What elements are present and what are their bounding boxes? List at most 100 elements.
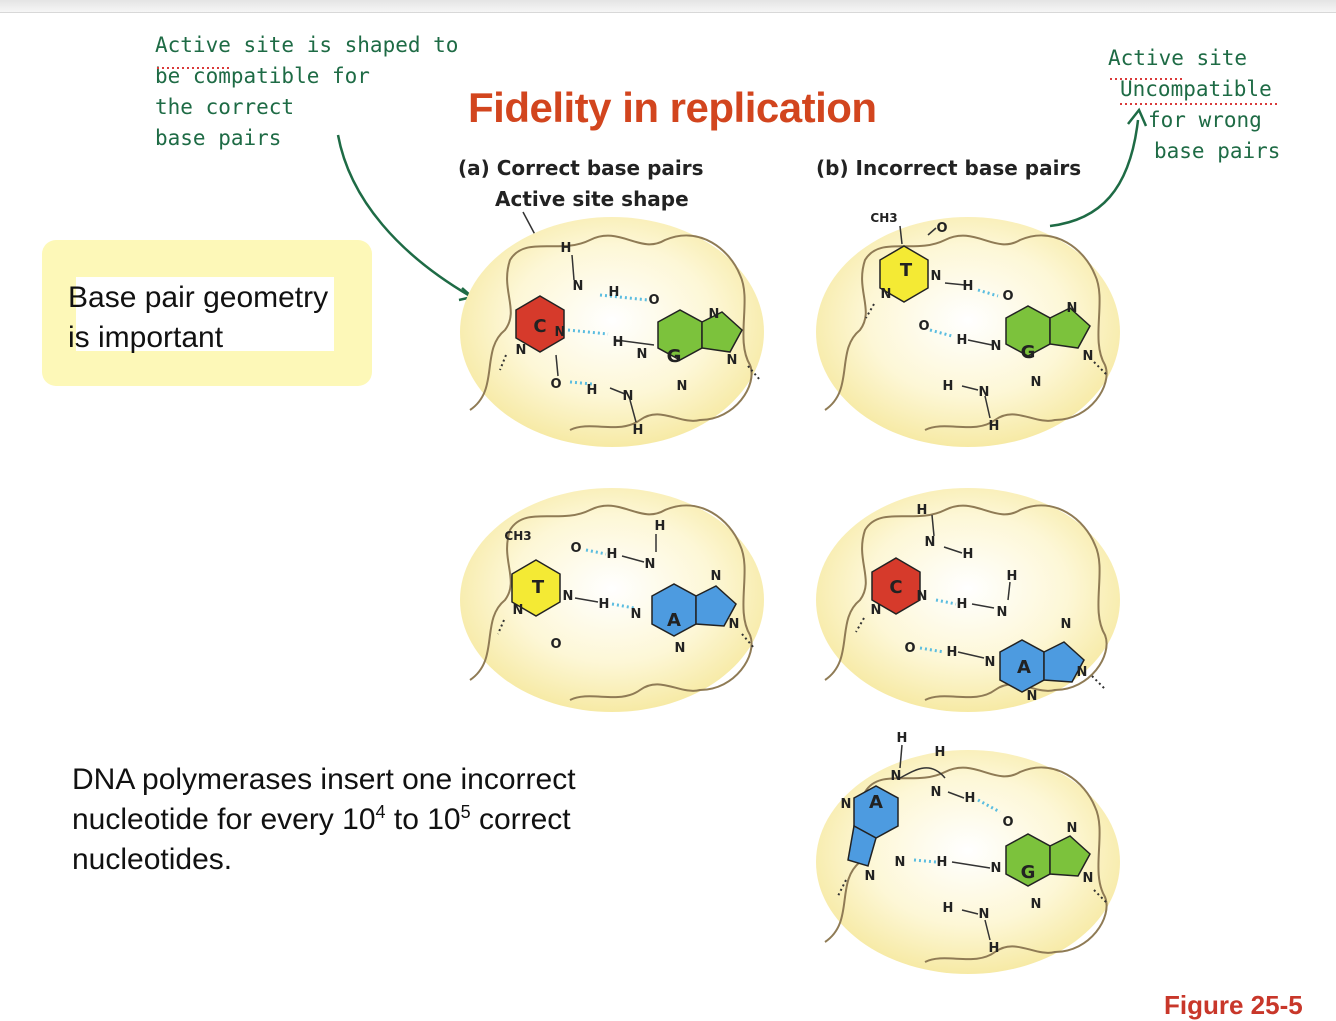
- hand-right-line-1: Active site: [1108, 46, 1248, 70]
- hydrogen-bond: [585, 548, 607, 556]
- atom-label-o: O: [918, 319, 929, 334]
- hand-right-line-2: Uncompatible: [1120, 77, 1272, 101]
- arrow-head-icon: [1127, 107, 1148, 127]
- atom-label-h: H: [963, 547, 974, 562]
- atom-label-h: H: [655, 519, 666, 534]
- atom-label-h: H: [633, 423, 644, 438]
- atom-label-o: O: [570, 541, 581, 556]
- note-suffix: correct nucleotides.: [72, 803, 571, 876]
- hydrogen-bond: [935, 598, 957, 606]
- atom-label-n: N: [1067, 301, 1078, 316]
- hand-left-line-3: the correct: [155, 95, 295, 119]
- atom-label-o: O: [550, 377, 561, 392]
- atom-label-n: N: [991, 861, 1002, 876]
- atom-label-h: H: [943, 379, 954, 394]
- atom-label-n: N: [513, 603, 524, 618]
- atom-label-n: N: [931, 269, 942, 284]
- atom-label-n: N: [516, 343, 527, 358]
- atom-label-h: H: [607, 547, 618, 562]
- hand-right-line-4: base pairs: [1154, 139, 1281, 163]
- callout-line-2: is important: [68, 321, 224, 354]
- atom-label-n: N: [729, 617, 740, 632]
- note-prefix: DNA polymerases insert one incorrect nuc…: [72, 763, 576, 836]
- hydrogen-bond: [611, 602, 635, 610]
- hand-left-line-2: be compatible for: [155, 64, 370, 88]
- adenine-ring: [695, 585, 737, 627]
- atom-label-n: N: [1027, 689, 1038, 704]
- hand-left-line-1: Active site is shaped to: [155, 33, 459, 57]
- hydrogen-bond: [913, 858, 937, 864]
- annotation-arrow-right: [1049, 119, 1140, 228]
- atom-label-ch3: CH3: [504, 529, 531, 543]
- atom-label-n: N: [555, 325, 566, 340]
- active-site-oval: [460, 217, 764, 447]
- atom-label-n: N: [979, 907, 990, 922]
- atom-label-h: H: [937, 855, 948, 870]
- hydrogen-bond: [599, 293, 649, 302]
- hydrogen-bond: [567, 328, 609, 336]
- atom-label-h: H: [943, 901, 954, 916]
- window-top-bar: [0, 0, 1336, 13]
- atom-label-n: N: [925, 535, 936, 550]
- panel-a-label: (a) Correct base pairs: [458, 156, 704, 180]
- note-exponent-1: 4: [375, 802, 386, 822]
- thymine-ring: [511, 559, 561, 617]
- atom-label-n: N: [1067, 821, 1078, 836]
- note-exponent-2: 5: [460, 802, 471, 822]
- callout-line-1: Base pair geometry: [68, 281, 329, 314]
- atom-label-n: N: [1031, 375, 1042, 390]
- pair-a-g-incorrect: [837, 744, 1109, 941]
- figure-label: Figure 25-5: [1164, 990, 1303, 1020]
- atom-label-n: N: [645, 557, 656, 572]
- cytosine-ring: [871, 557, 921, 615]
- base-letter-t: T: [532, 577, 545, 598]
- atom-label-h: H: [917, 503, 928, 518]
- atom-label-n: N: [709, 307, 720, 322]
- atom-label-n: N: [841, 797, 852, 812]
- atom-label-n: N: [727, 353, 738, 368]
- base-letter-a: A: [667, 610, 681, 631]
- atom-label-o: O: [904, 641, 915, 656]
- thymine-ring: [879, 245, 929, 303]
- adenine-ring: [1043, 641, 1085, 683]
- atom-label-h: H: [965, 791, 976, 806]
- atom-label-h: H: [947, 645, 958, 660]
- atom-label-ch3: CH3: [870, 211, 897, 225]
- pair-t-g-incorrect: [865, 225, 1109, 419]
- atom-label-n: N: [711, 569, 722, 584]
- atom-label-n: N: [1031, 897, 1042, 912]
- cytosine-ring: [515, 295, 565, 353]
- hydrogen-bond: [919, 646, 945, 654]
- atom-label-n: N: [871, 603, 882, 618]
- atom-label-h: H: [989, 419, 1000, 434]
- callout-highlight: [76, 277, 334, 351]
- atom-label-n: N: [997, 605, 1008, 620]
- pair-t-a-correct: [497, 534, 755, 649]
- guanine-ring: [1049, 835, 1091, 877]
- hydrogen-bond: [977, 288, 999, 298]
- atom-label-h: H: [587, 383, 598, 398]
- atom-label-h: H: [613, 335, 624, 350]
- atom-label-o: O: [936, 221, 947, 236]
- base-letter-a: A: [1017, 657, 1031, 678]
- atom-label-n: N: [573, 279, 584, 294]
- atom-label-h: H: [897, 731, 908, 746]
- fidelity-note: DNA polymerases insert one incorrect nuc…: [72, 760, 692, 880]
- atom-label-n: N: [979, 385, 990, 400]
- active-site-oval: [460, 488, 764, 712]
- atom-label-n: N: [985, 655, 996, 670]
- pair-c-a-incorrect: [855, 514, 1107, 693]
- atom-label-h: H: [989, 941, 1000, 956]
- guanine-ring: [1049, 307, 1091, 349]
- hand-right-line-3: for wrong: [1148, 108, 1262, 132]
- atom-label-n: N: [675, 641, 686, 656]
- atom-label-n: N: [895, 855, 906, 870]
- slide-title: Fidelity in replication: [468, 84, 877, 131]
- note-mid: to 10: [385, 803, 461, 836]
- atom-label-n: N: [563, 589, 574, 604]
- base-letter-c: C: [533, 316, 546, 337]
- atom-label-n: N: [891, 769, 902, 784]
